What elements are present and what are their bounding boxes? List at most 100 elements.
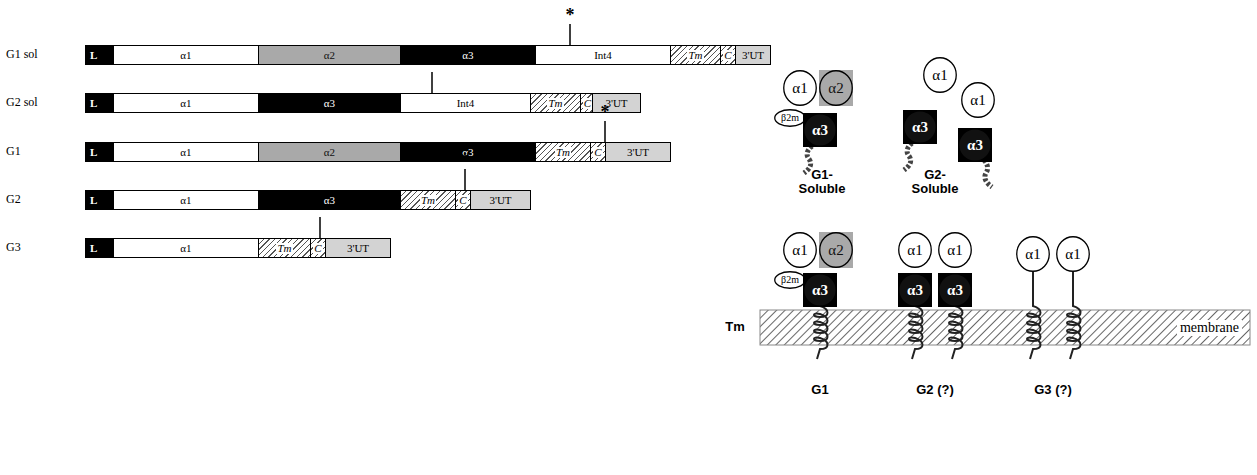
- exon-segment: C: [310, 238, 326, 258]
- node-label: α2: [828, 243, 843, 258]
- exon-segment: 3'UT: [735, 45, 771, 65]
- node-label: α1: [970, 93, 985, 108]
- node-label: β2m: [781, 113, 799, 123]
- exon-segment: 3'UT: [325, 238, 391, 258]
- domain-circle: β2m: [774, 109, 806, 127]
- exon-segment: L: [85, 190, 114, 210]
- exon-segment: Tm: [535, 142, 591, 162]
- exon-segment: α2: [258, 45, 401, 65]
- node-label: α3: [812, 123, 828, 138]
- exon-segment: α3: [258, 93, 401, 113]
- node-label: C: [593, 147, 602, 158]
- circle-shape: [904, 111, 937, 144]
- isoform-name: G1 sol: [6, 48, 38, 61]
- helix: [1067, 271, 1081, 359]
- node-label: α1: [180, 243, 191, 254]
- exon-segment: Tm: [400, 190, 456, 210]
- circle-shape: [775, 110, 806, 127]
- node-label: α3: [907, 283, 923, 298]
- exon-segment: Tm: [258, 238, 311, 258]
- domain-circle: α1: [1056, 236, 1090, 272]
- node-label: C: [313, 243, 322, 254]
- circle-shape: [804, 274, 837, 307]
- node-label: α1: [792, 243, 807, 258]
- circle-shape: [899, 233, 932, 268]
- node-label: L: [90, 147, 97, 158]
- node-label: β2m: [781, 275, 799, 285]
- node-label: Int4: [457, 98, 475, 109]
- domain-circle: α1: [1016, 236, 1050, 272]
- exon-segment: α1: [113, 93, 259, 113]
- node-label: Tm: [547, 98, 563, 109]
- stop-codon-mark: *: [601, 103, 610, 123]
- molecule-caption: G2- Soluble: [904, 168, 966, 197]
- domain-circle: α2: [819, 70, 853, 106]
- isoform-name: G2 sol: [6, 96, 38, 109]
- domain-circle: α3: [803, 113, 837, 147]
- domain-circle: α3: [958, 128, 992, 162]
- stop-codon-mark: *: [461, 151, 470, 171]
- node-label: α1: [792, 81, 807, 96]
- domain-circle: α3: [903, 110, 937, 144]
- node-label: α3: [324, 195, 335, 206]
- node-label: α1: [947, 243, 962, 258]
- helix: [949, 306, 963, 359]
- exon-segment: C: [720, 45, 736, 65]
- leader-line: [464, 169, 466, 190]
- node-label: 3'UT: [347, 243, 369, 254]
- node-label: C: [723, 50, 732, 61]
- helix: [814, 306, 828, 359]
- domain-circle: α2: [819, 232, 853, 268]
- molecule-caption: G1- Soluble: [791, 168, 853, 197]
- node-label: α2: [828, 81, 843, 96]
- circle-shape: [775, 272, 806, 289]
- region-label: Tm: [725, 320, 745, 334]
- node-label: Tm: [687, 50, 703, 61]
- node-label: α1: [180, 195, 191, 206]
- node-label: α1: [180, 98, 191, 109]
- molecule-caption: G3 (?): [1034, 383, 1072, 397]
- node-label: α3: [462, 50, 473, 61]
- tail: [904, 143, 912, 170]
- exon-segment: 3'UT: [592, 93, 641, 113]
- circle-shape: [924, 58, 957, 93]
- node-label: C: [458, 195, 467, 206]
- domain-circle: α3: [938, 273, 972, 307]
- node-label: α1: [907, 243, 922, 258]
- stop-codon-mark: *: [566, 6, 575, 26]
- exon-segment: α3: [400, 45, 536, 65]
- tail: [804, 146, 812, 173]
- exon-segment: C: [590, 142, 606, 162]
- node-label: α1: [1025, 247, 1040, 262]
- tail: [984, 160, 992, 187]
- exon-segment: α3: [258, 190, 401, 210]
- node-label: 3'UT: [489, 195, 511, 206]
- domain-circle: α1: [938, 232, 972, 268]
- molecule-caption: G2 (?): [916, 383, 954, 397]
- exon-segment: α1: [113, 142, 259, 162]
- exon-segment: Tm: [530, 93, 581, 113]
- leader-line: [319, 217, 321, 238]
- node-label: 3'UT: [627, 147, 649, 158]
- circle-shape: [899, 274, 932, 307]
- circle-shape: [959, 129, 992, 162]
- node-label: L: [90, 98, 97, 109]
- node-label: C: [583, 98, 592, 109]
- node-label: α2: [324, 147, 335, 158]
- node-label: α3: [812, 283, 828, 298]
- node-label: α3: [967, 138, 983, 153]
- node-label: α3: [324, 98, 335, 109]
- leader-line: [431, 72, 433, 93]
- exon-segment: α2: [258, 142, 401, 162]
- node-label: L: [90, 195, 97, 206]
- circle-shape: [784, 233, 817, 268]
- isoform-name: G3: [6, 241, 21, 254]
- node-label: membrane: [1177, 320, 1242, 336]
- node-label: Tm: [420, 195, 436, 206]
- node-label: Tm: [555, 147, 571, 158]
- circle-shape: [962, 83, 995, 118]
- domain-circle: α1: [898, 232, 932, 268]
- domain-circle: α3: [898, 273, 932, 307]
- membrane-band: [760, 310, 1250, 345]
